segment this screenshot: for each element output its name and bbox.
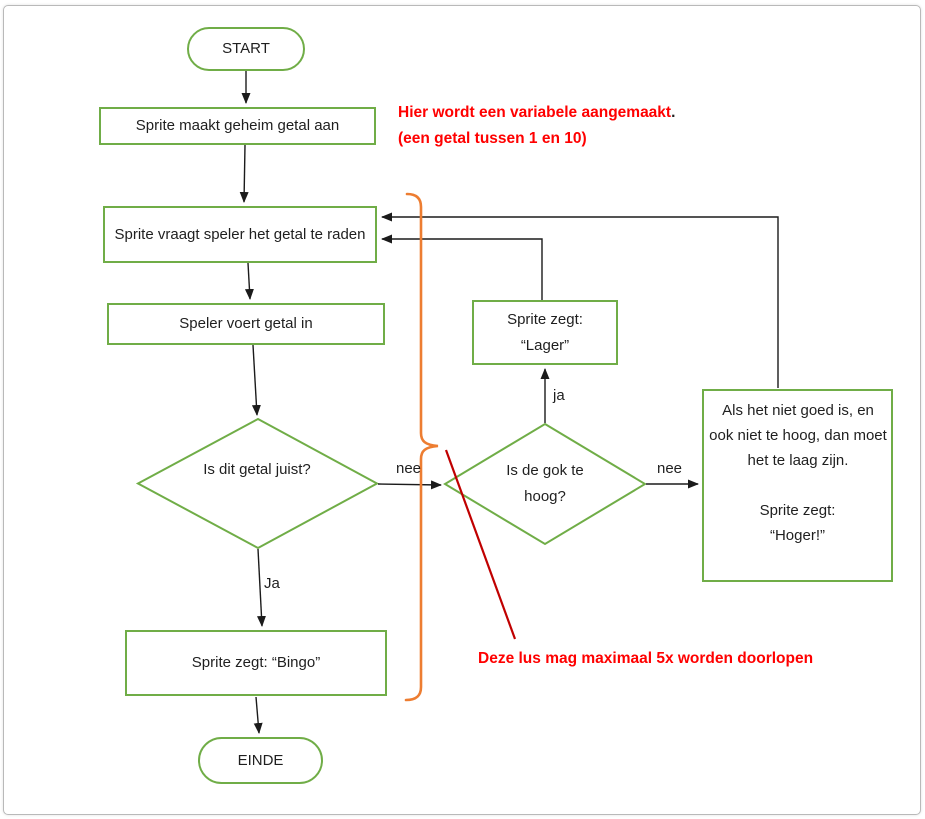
node-say-lager-line2: “Lager”: [520, 336, 570, 354]
node-create-secret: Sprite maakt geheim getal aan: [99, 107, 376, 145]
annotation-loop: Deze lus mag maximaal 5x worden doorlope…: [478, 650, 814, 667]
node-einde-label: EINDE: [237, 751, 284, 769]
loop-brace: [404, 192, 439, 702]
node-ask-guess: Sprite vraagt speler het getal te raden: [103, 206, 377, 263]
annotation-variable: Hier wordt een variabele aangemaakt. (ee…: [398, 100, 675, 152]
edge-label-nee-first: nee: [396, 460, 422, 477]
node-start-label: START: [222, 40, 270, 57]
connector-lager-back-to-ask: [381, 234, 543, 300]
node-say-hoger-text: Als het niet goed is, en ook niet te hoo…: [709, 402, 887, 469]
node-create-secret-label: Sprite maakt geheim getal aan: [135, 117, 340, 134]
node-enter-number-label: Speler voert getal in: [179, 315, 313, 332]
connector-hoger-back-to-ask: [381, 212, 779, 388]
annotation-variable-period: .: [671, 104, 676, 121]
node-say-hoger: Als het niet goed is, en ook niet te hoo…: [702, 389, 893, 582]
node-ask-guess-label: Sprite vraagt speler het getal te raden: [114, 225, 366, 243]
connector-enter-to-correct: [251, 344, 261, 416]
node-einde: EINDE: [198, 737, 323, 784]
node-say-bingo-label: Sprite zegt: “Bingo”: [191, 654, 321, 671]
decision-correct-label: Is dit getal juist?: [203, 461, 311, 478]
annotation-variable-line1: Hier wordt een variabele aangemaakt: [398, 104, 672, 121]
node-enter-number: Speler voert getal in: [107, 303, 385, 345]
annotation-variable-line2: (een getal tussen 1 en 10): [398, 130, 587, 147]
node-say-lager-line1: Sprite zegt:: [507, 310, 583, 328]
connector-correct-ja-to-bingo: [256, 548, 266, 627]
edge-label-ja-first: Ja: [264, 575, 280, 592]
node-say-hoger-line1: Sprite zegt:: [759, 502, 836, 519]
node-say-bingo: Sprite zegt: “Bingo”: [125, 630, 387, 696]
edge-label-nee-second: nee: [657, 460, 683, 477]
connector-correct-nee-to-toohigh: [377, 480, 442, 490]
decision-correct-shape: [135, 417, 380, 550]
node-say-lager: Sprite zegt: “Lager”: [472, 300, 618, 365]
connector-ask-to-enter: [244, 262, 254, 300]
edge-label-ja-second: ja: [553, 387, 565, 404]
decision-too-high-shape: [443, 422, 647, 546]
connector-create-to-ask: [239, 144, 249, 203]
decision-too-high-label: Is de gok te hoog?: [506, 462, 584, 505]
connector-bingo-to-einde: [253, 696, 263, 734]
node-say-hoger-line2: “Hoger!”: [769, 527, 825, 544]
node-start: START: [187, 27, 305, 71]
loop-callout-line: [444, 449, 517, 640]
